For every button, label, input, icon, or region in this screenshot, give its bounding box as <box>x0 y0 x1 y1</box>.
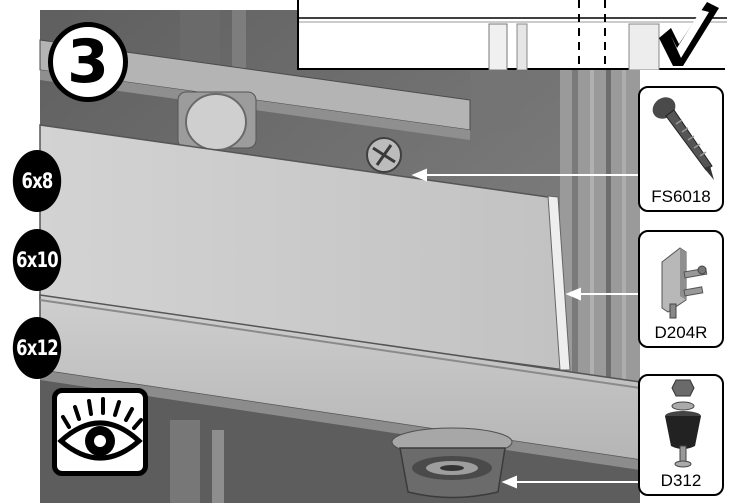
inset-detail-panel <box>297 0 725 70</box>
step-number-badge: 3 <box>48 22 128 102</box>
checkmark-icon <box>659 2 719 66</box>
leveling-foot-icon <box>640 376 724 474</box>
part-card-d312: D312 <box>638 374 724 496</box>
part-code-d312: D312 <box>640 471 722 491</box>
size-badge-6x8: 6x8 <box>13 150 61 212</box>
part-card-fs6018: FS6018 <box>638 86 724 212</box>
screw-icon <box>640 88 724 188</box>
part-code-d204r: D204R <box>640 323 722 343</box>
part-code-fs6018: FS6018 <box>640 187 722 207</box>
eye-icon <box>57 393 143 471</box>
part-card-d204r: D204R <box>638 230 724 348</box>
size-badge-6x10: 6x10 <box>13 229 61 291</box>
round-boss <box>186 94 246 150</box>
inspect-eye-badge <box>52 388 148 476</box>
bracket-icon <box>640 232 724 324</box>
size-badge-6x12: 6x12 <box>13 317 61 379</box>
